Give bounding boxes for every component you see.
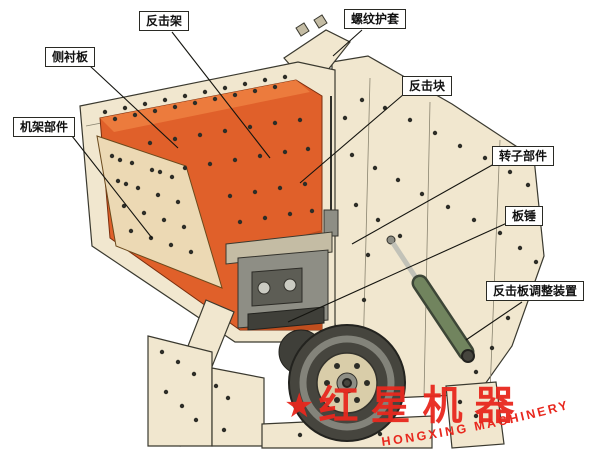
flywheel bbox=[288, 324, 406, 442]
bolt-dots bbox=[102, 74, 539, 438]
label-side-liner-plate: 侧衬板 bbox=[45, 47, 96, 67]
label-impact-block: 反击块 bbox=[402, 76, 453, 96]
label-blow-bar: 板锤 bbox=[505, 206, 544, 226]
star-icon: ★ bbox=[284, 387, 315, 425]
label-impact-frame: 反击架 bbox=[139, 11, 190, 31]
machine-body bbox=[79, 14, 545, 449]
label-rotor-parts: 转子部件 bbox=[492, 146, 555, 166]
watermark-brand: 红星机器 bbox=[318, 384, 527, 428]
rotor-part bbox=[225, 231, 333, 331]
leader-lines bbox=[71, 29, 523, 341]
impact-plate-adjuster-part bbox=[386, 235, 475, 363]
label-threaded-sleeve: 螺纹护套 bbox=[344, 9, 407, 29]
brand-watermark: ★ 红星机器 bbox=[284, 386, 526, 426]
blow-bar-part bbox=[247, 306, 325, 331]
label-frame-parts: 机架部件 bbox=[13, 117, 76, 137]
label-impact-plate-adjustment-device: 反击板调整装置 bbox=[486, 281, 585, 301]
